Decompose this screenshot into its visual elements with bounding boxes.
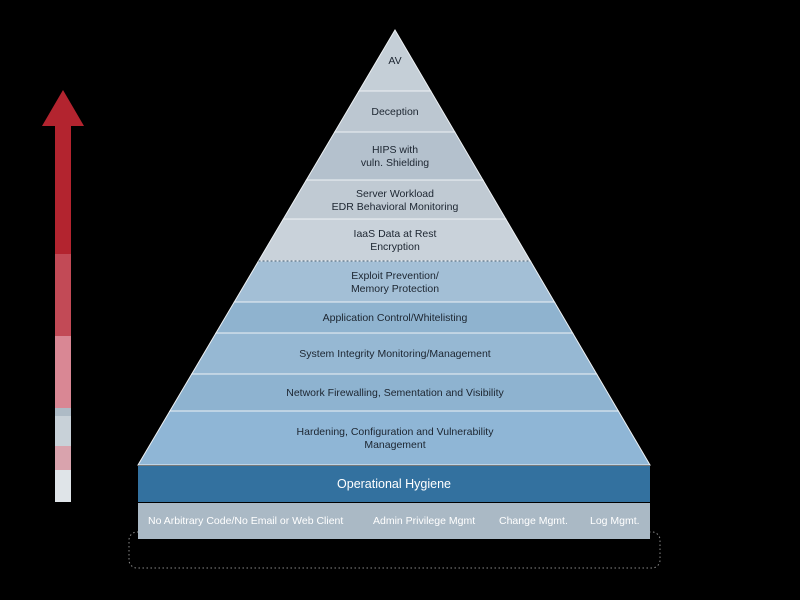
operational-hygiene-band <box>138 466 650 502</box>
arrow-segment <box>55 446 71 470</box>
tier-label-av: AV <box>388 55 402 67</box>
tier-label-network-firewalling: Network Firewalling, Sementation and Vis… <box>286 387 504 399</box>
base-item-log-mgmt: Log Mgmt. <box>590 515 640 527</box>
operational-hygiene-label: Operational Hygiene <box>337 477 451 491</box>
arrow-segment <box>55 126 71 254</box>
tier-label-hardening: Hardening, Configuration and Vulnerabili… <box>296 426 494 451</box>
tier-label-exploit-prevention: Exploit Prevention/ Memory Protection <box>350 269 440 295</box>
tier-label-application-control: Application Control/Whitelisting <box>322 312 468 324</box>
tier-label-iaas-encryption: IaaS Data at Rest Encryption <box>353 228 437 253</box>
priority-arrow-icon <box>42 90 84 502</box>
arrow-segment <box>55 408 71 416</box>
arrow-segment <box>55 336 71 408</box>
base-item-change-mgmt: Change Mgmt. <box>499 515 568 527</box>
base-item-admin-privilege: Admin Privilege Mgmt <box>373 515 476 527</box>
tier-label-hips: HIPS with vuln. Shielding <box>360 144 430 169</box>
arrow-segment <box>55 470 71 502</box>
tier-label-server-workload: Server Workload EDR Behavioral Monitorin… <box>331 187 459 213</box>
base-practices-bar <box>138 503 650 539</box>
arrow-segment <box>55 254 71 336</box>
tier-hardening <box>137 410 651 466</box>
base-item-arbitrary-code: No Arbitrary Code/No Email or Web Client <box>148 515 344 527</box>
arrow-head <box>42 90 84 126</box>
tier-label-deception: Deception <box>371 106 419 118</box>
tier-label-system-integrity: System Integrity Monitoring/Management <box>299 348 491 360</box>
arrow-segment <box>55 416 71 446</box>
